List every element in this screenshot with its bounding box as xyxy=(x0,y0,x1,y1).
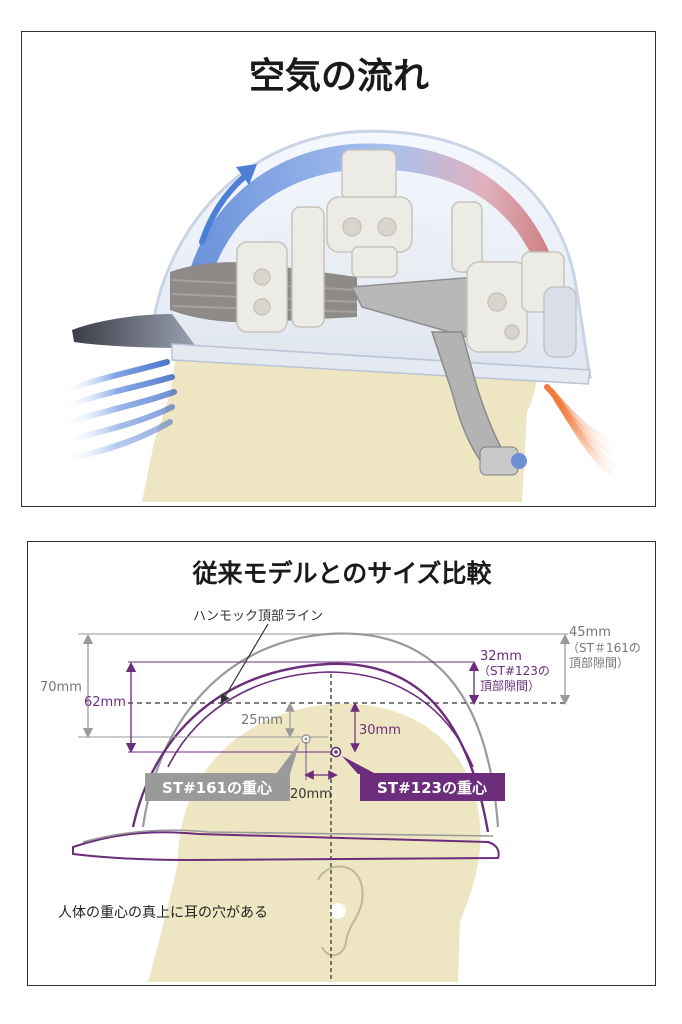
dim-32-note-1: （ST#123の xyxy=(478,664,550,678)
airflow-panel: 空気の流れ xyxy=(21,31,656,507)
dim-45-note-1: （ST＃161の xyxy=(567,641,641,655)
ear-note: 人体の重心の真上に耳の穴がある xyxy=(58,905,268,921)
cg-161-label-box xyxy=(145,773,290,801)
cg-123-label-box xyxy=(360,773,505,801)
cg-123-label: ST#123の重心 xyxy=(377,779,487,797)
dim-45-note-2: 頂部隙間） xyxy=(569,655,629,670)
airflow-arrow xyxy=(199,174,247,245)
dim-62: 62mm xyxy=(84,695,126,710)
dim-70: 70mm xyxy=(40,680,82,695)
ear-hole xyxy=(330,903,346,919)
inner-airflow xyxy=(182,143,560,307)
dim-32-note-2: 頂部隙間） xyxy=(480,678,540,693)
comparison-title: 従来モデルとのサイズ比較 xyxy=(191,559,492,588)
cg-161-label: ST#161の重心 xyxy=(162,779,272,797)
airflow-illustration: 空気の流れ xyxy=(59,56,628,502)
comparison-panel: 70mm 62mm 25mm 30mm 32mm （ST#123の 頂部隙間） … xyxy=(27,541,656,986)
dim-25: 25mm xyxy=(241,713,283,728)
airflow-title: 空気の流れ xyxy=(249,56,429,97)
airflow-arrowhead xyxy=(236,164,257,185)
comparison-diagram: 70mm 62mm 25mm 30mm 32mm （ST#123の 頂部隙間） … xyxy=(40,559,641,982)
dim-20: 20mm xyxy=(290,787,332,802)
helmet-visor xyxy=(72,314,197,348)
hammock-line-label: ハンモック頂部ライン xyxy=(193,609,323,624)
dim-32: 32mm xyxy=(480,649,522,664)
cool-air-stream-left xyxy=(59,359,177,463)
dim-45: 45mm xyxy=(569,625,611,640)
ear-outline xyxy=(317,865,364,957)
cradle-parts xyxy=(236,149,577,358)
warm-air-stream-right xyxy=(544,384,628,487)
head-silhouette xyxy=(148,703,481,982)
dim-30: 30mm xyxy=(359,723,401,738)
helmet-brim xyxy=(72,831,500,862)
